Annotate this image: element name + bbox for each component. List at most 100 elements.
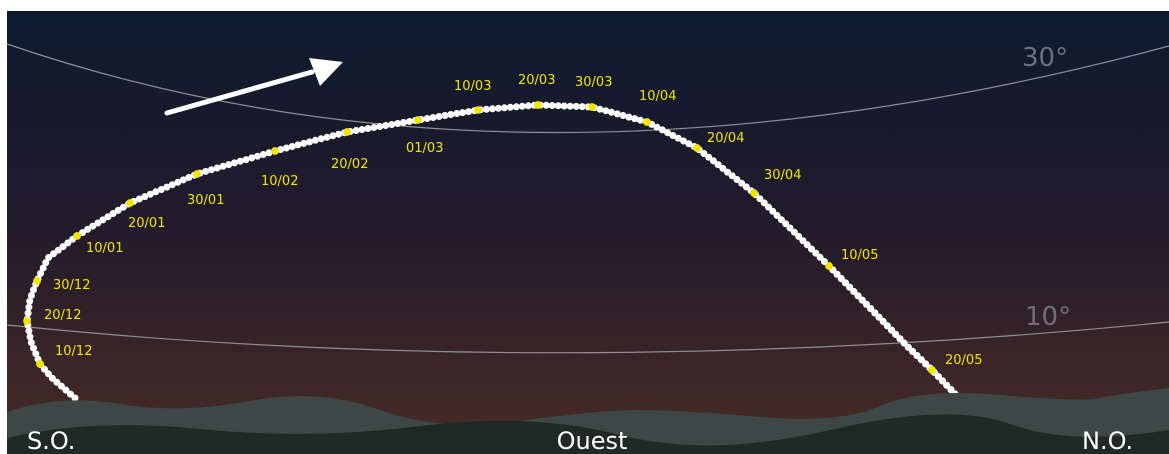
path-dot — [24, 309, 32, 317]
path-dot — [89, 222, 97, 230]
date-label: 20/12 — [44, 308, 81, 323]
path-dot — [39, 264, 47, 272]
date-marker — [825, 262, 833, 270]
date-marker — [474, 106, 482, 114]
path-dot — [578, 103, 586, 111]
date-marker — [36, 360, 44, 368]
path-dot — [524, 102, 532, 110]
altitude-label-10: 10° — [1025, 302, 1071, 332]
path-dot — [358, 126, 366, 133]
path-dot — [488, 105, 496, 113]
path-dot — [560, 102, 568, 110]
path-dot — [719, 164, 727, 172]
path-dot — [664, 129, 672, 137]
path-dot — [54, 246, 62, 254]
path-dot — [685, 140, 693, 148]
path-dot — [631, 115, 639, 123]
path-dot — [608, 108, 615, 116]
date-marker — [23, 317, 31, 325]
path-dot — [542, 101, 550, 109]
hills-near — [7, 414, 1169, 454]
path-dot — [799, 237, 807, 245]
path-dot — [733, 176, 741, 183]
date-marker — [414, 116, 422, 124]
path-dot — [311, 136, 319, 144]
path-dot — [742, 183, 750, 191]
date-marker — [33, 277, 41, 285]
path-dot — [812, 249, 820, 257]
path-dot — [41, 365, 48, 373]
path-dot — [265, 149, 273, 157]
date-marker — [73, 232, 81, 240]
path-dot — [48, 374, 56, 382]
direction-label-northwest: N.O. — [1082, 427, 1133, 454]
path-dot — [619, 112, 627, 119]
date-label: 30/01 — [187, 193, 224, 208]
altitude-label-30: 30° — [1022, 43, 1068, 73]
path-dot — [482, 105, 490, 113]
path-dot — [294, 141, 302, 149]
path-dot — [512, 103, 520, 111]
date-label: 10/12 — [55, 344, 92, 359]
altitude-line-30 — [6, 43, 1169, 134]
path-dot — [596, 105, 604, 113]
date-marker — [534, 101, 542, 109]
path-dot — [30, 286, 37, 294]
path-dot — [613, 110, 621, 118]
altitude-line-10 — [6, 321, 1169, 354]
path-dot — [423, 115, 431, 122]
path-dot — [152, 188, 160, 196]
path-dot — [405, 118, 413, 125]
path-dot — [786, 224, 794, 232]
path-dot — [803, 241, 811, 249]
path-dot — [67, 390, 74, 398]
path-dot — [208, 166, 215, 174]
path-dot — [157, 186, 165, 193]
path-dot — [370, 124, 378, 131]
path-dot — [465, 108, 473, 116]
path-dot — [42, 259, 50, 267]
path-dot — [738, 179, 746, 187]
path-dot — [219, 162, 227, 170]
path-dot — [669, 132, 677, 139]
path-dot — [756, 195, 764, 203]
path-dot — [364, 125, 372, 132]
path-dot — [50, 250, 57, 258]
path-dot — [174, 178, 182, 186]
date-label: 20/04 — [707, 131, 744, 146]
path-dot — [705, 153, 713, 161]
path-dot — [709, 157, 717, 165]
path-dot — [400, 119, 407, 126]
path-dot — [453, 110, 461, 117]
path-dot — [248, 154, 256, 162]
path-dot — [566, 102, 574, 110]
path-dot — [163, 183, 171, 191]
path-dot — [135, 195, 143, 203]
date-label: 30/12 — [53, 278, 90, 293]
path-dot — [242, 156, 250, 164]
path-dot — [773, 212, 781, 219]
path-dot — [714, 161, 722, 169]
path-dot — [352, 127, 360, 134]
path-dot — [459, 109, 467, 117]
path-dot — [236, 157, 244, 165]
path-dot — [306, 138, 314, 146]
path-dot — [79, 229, 86, 237]
path-dot — [32, 350, 40, 358]
path-dot — [680, 137, 688, 145]
path-dot — [554, 102, 562, 110]
path-dot — [27, 292, 35, 299]
path-dot — [94, 219, 102, 227]
date-label: 20/05 — [945, 353, 982, 368]
path-dot — [323, 133, 331, 141]
path-dot — [388, 121, 396, 128]
date-labels: 10/1220/1230/1210/0120/0130/0110/0220/02… — [23, 73, 982, 374]
path-dot — [335, 130, 343, 138]
sky-background — [7, 11, 1169, 454]
path-dot — [447, 111, 455, 118]
path-dot — [26, 297, 34, 305]
path-dot — [602, 107, 610, 115]
date-label: 20/03 — [518, 73, 555, 88]
path-dot — [382, 122, 390, 129]
